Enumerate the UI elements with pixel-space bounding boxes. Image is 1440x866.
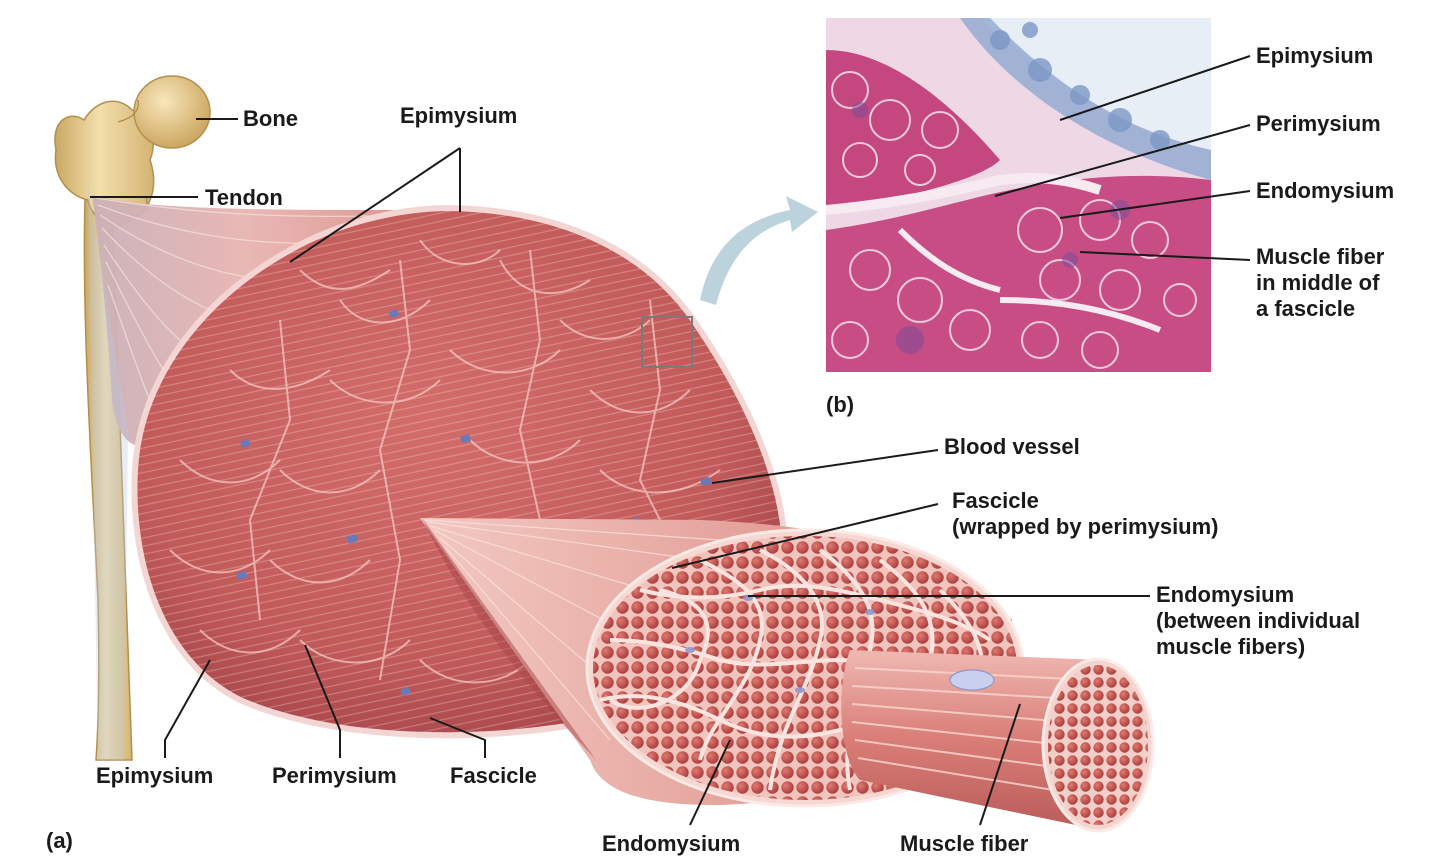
label-b-perimysium: Perimysium <box>1256 111 1381 136</box>
label-endomysium-bottom: Endomysium <box>602 831 741 856</box>
muscle-fiber-illustration <box>841 650 1155 833</box>
label-tendon: Tendon <box>205 185 283 210</box>
label-fascicle-wrapped: Fascicle (wrapped by perimysium) <box>952 488 1219 540</box>
label-bone: Bone <box>243 106 298 131</box>
magnified-region-box <box>641 316 693 368</box>
label-b-endomysium: Endomysium <box>1256 178 1395 203</box>
label-endomysium-right-line3: muscle fibers) <box>1156 634 1306 659</box>
label-fascicle-line2: (wrapped by perimysium) <box>952 514 1219 539</box>
label-blood-vessel: Blood vessel <box>944 434 1080 459</box>
label-b-muscle-fiber-line1: Muscle fiber <box>1256 244 1385 269</box>
label-b-muscle-fiber-line2: in middle of <box>1256 270 1380 295</box>
label-epimysium-bottom: Epimysium <box>96 763 214 788</box>
label-fascicle-line1: Fascicle <box>952 488 1039 513</box>
label-endomysium-right: Endomysium (between individual muscle fi… <box>1156 582 1360 660</box>
label-endomysium-right-line2: (between individual <box>1156 608 1361 633</box>
panel-a-tag: (a) <box>46 828 73 853</box>
label-muscle-fiber-bottom: Muscle fiber <box>900 831 1029 856</box>
label-fascicle-bottom: Fascicle <box>450 763 537 788</box>
label-endomysium-right-line1: Endomysium <box>1156 582 1295 607</box>
callout-arrow-shape <box>700 196 818 305</box>
label-b-muscle-fiber: Muscle fiber in middle of a fascicle <box>1256 244 1384 322</box>
label-b-muscle-fiber-line3: a fascicle <box>1256 296 1356 321</box>
panel-b-tag: (b) <box>826 392 855 417</box>
label-epimysium-top: Epimysium <box>400 103 518 128</box>
bone-illustration <box>54 75 211 761</box>
leader-lines <box>90 55 1251 826</box>
label-perimysium-bottom: Perimysium <box>272 763 397 788</box>
label-b-epimysium: Epimysium <box>1256 43 1374 68</box>
micrograph-image <box>826 18 1211 372</box>
